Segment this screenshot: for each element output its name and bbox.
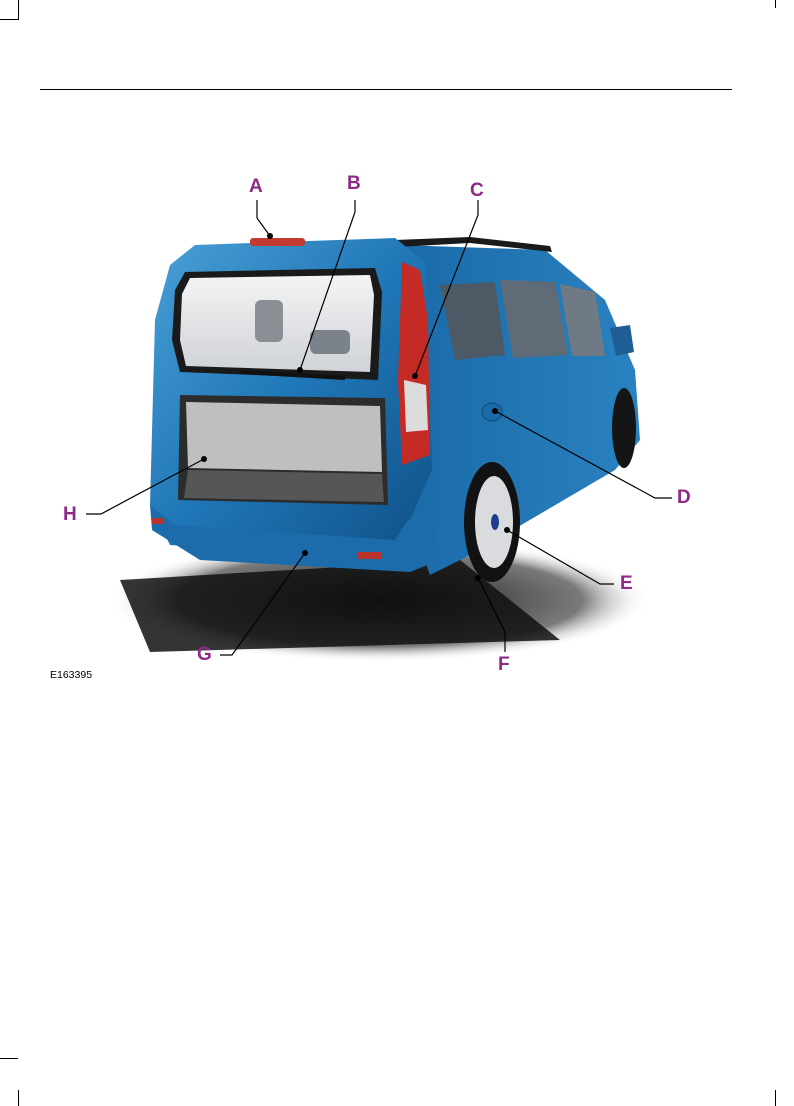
fuel-flap bbox=[482, 403, 502, 421]
leader-dot-d bbox=[492, 408, 498, 414]
leader-dot-e bbox=[504, 527, 510, 533]
leader-line-a bbox=[257, 200, 270, 236]
callout-label-c: C bbox=[470, 181, 484, 200]
callout-label-e: E bbox=[620, 574, 633, 593]
callout-label-b: B bbox=[347, 174, 361, 193]
cargo-area bbox=[186, 402, 382, 472]
crop-mark-bottom-right-v bbox=[775, 1090, 776, 1106]
rear-wheel-hub bbox=[491, 514, 499, 530]
vehicle-rear-illustration bbox=[0, 0, 794, 700]
leader-dot-b bbox=[297, 367, 303, 373]
crop-mark-bottom-left-h bbox=[0, 1058, 18, 1059]
high-mount-brake-light bbox=[250, 238, 305, 246]
tail-light-reflector bbox=[404, 380, 428, 432]
callout-label-d: D bbox=[677, 488, 691, 507]
callout-label-a: A bbox=[249, 177, 263, 196]
leader-dot-g bbox=[302, 550, 308, 556]
leader-dot-a bbox=[267, 233, 273, 239]
callout-label-g: G bbox=[197, 645, 212, 664]
leader-dot-h bbox=[201, 456, 207, 462]
figure-id: E163395 bbox=[50, 669, 92, 681]
callout-label-f: F bbox=[498, 655, 510, 674]
cargo-floor bbox=[184, 470, 384, 502]
interior-seat-1 bbox=[255, 300, 283, 342]
leader-dot-f bbox=[475, 575, 481, 581]
bumper-reflector-right bbox=[358, 552, 382, 559]
interior-seat-2 bbox=[310, 330, 350, 354]
crop-mark-bottom-left-v bbox=[18, 1090, 19, 1106]
bumper-reflector-left bbox=[152, 518, 164, 524]
front-wheel bbox=[612, 388, 636, 468]
leader-dot-c bbox=[412, 373, 418, 379]
callout-label-h: H bbox=[63, 505, 77, 524]
